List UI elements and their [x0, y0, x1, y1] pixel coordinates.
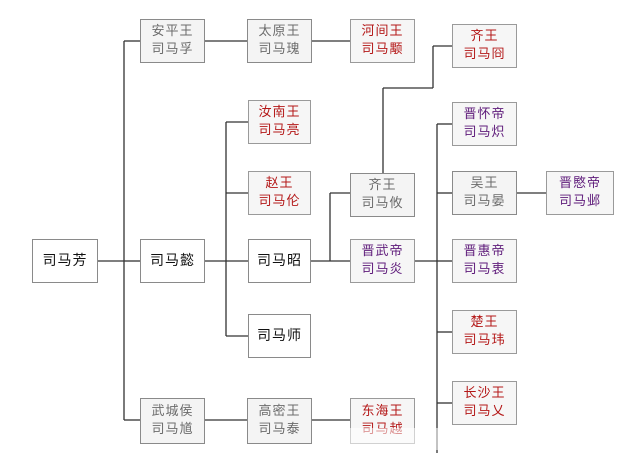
node-title: 晋愍帝 [558, 176, 601, 191]
node-changsha: 长沙王 司马乂 [452, 381, 517, 425]
node-title: 吴王 [470, 176, 499, 191]
node-title: 汝南王 [258, 105, 301, 120]
node-title: 太原王 [258, 24, 301, 39]
node-title: 安平王 [151, 24, 194, 39]
node-title: 东海王 [361, 404, 404, 419]
node-name: 司马乂 [463, 404, 506, 419]
node-runan: 汝南王 司马亮 [248, 100, 311, 144]
node-name: 司马芳 [42, 253, 88, 269]
node-mindi: 晋愍帝 司马邺 [546, 171, 614, 215]
node-name: 司马邺 [558, 194, 601, 209]
node-name: 司马攸 [361, 196, 404, 211]
node-title: 齐王 [470, 29, 499, 44]
node-title: 赵王 [265, 176, 294, 191]
node-wu: 吴王 司马晏 [452, 171, 517, 215]
node-hejian: 河间王 司马颙 [350, 19, 415, 63]
node-title: 武城侯 [151, 404, 194, 419]
node-name: 司马玮 [463, 333, 506, 348]
node-name: 司马馗 [151, 422, 194, 437]
node-name: 司马师 [257, 328, 302, 344]
node-qi-you: 齐王 司马攸 [350, 173, 415, 217]
node-name: 司马冏 [463, 47, 506, 62]
node-huidi: 晋惠帝 司马衷 [452, 239, 517, 283]
node-title: 晋怀帝 [463, 107, 506, 122]
node-title: 齐王 [368, 178, 397, 193]
node-name: 司马瑰 [258, 42, 301, 57]
node-qi-jiong: 齐王 司马冏 [452, 24, 517, 68]
node-title: 河间王 [361, 24, 404, 39]
node-root: 司马芳 [32, 239, 98, 283]
node-name: 司马晏 [463, 194, 506, 209]
node-title: 高密王 [258, 404, 301, 419]
node-title: 长沙王 [463, 386, 506, 401]
node-name: 司马越 [361, 422, 404, 437]
node-name: 司马孚 [151, 42, 194, 57]
node-name: 司马昭 [257, 253, 302, 269]
node-title: 晋惠帝 [463, 244, 506, 259]
node-title: 楚王 [470, 315, 499, 330]
node-wucheng: 武城侯 司马馗 [140, 398, 205, 444]
node-zhao: 赵王 司马伦 [248, 171, 311, 215]
node-name: 司马炎 [361, 262, 404, 277]
node-yi: 司马懿 [140, 239, 205, 283]
node-chu: 楚王 司马玮 [452, 310, 517, 354]
node-zhaobro: 司马昭 [248, 239, 311, 283]
node-wudi: 晋武帝 司马炎 [350, 239, 415, 283]
node-huaidi: 晋怀帝 司马炽 [452, 102, 517, 146]
node-name: 司马衷 [463, 262, 506, 277]
node-name: 司马炽 [463, 125, 506, 140]
node-donghai: 东海王 司马越 [350, 398, 415, 444]
node-name: 司马颙 [361, 42, 404, 57]
node-anping: 安平王 司马孚 [140, 19, 205, 63]
node-title: 晋武帝 [361, 244, 404, 259]
node-name: 司马亮 [258, 123, 301, 138]
node-name: 司马伦 [258, 194, 301, 209]
node-shi: 司马师 [248, 314, 311, 358]
node-name: 司马泰 [258, 422, 301, 437]
node-gaomi: 高密王 司马泰 [247, 398, 312, 444]
node-taiyuan: 太原王 司马瑰 [247, 19, 312, 63]
node-name: 司马懿 [150, 253, 195, 269]
